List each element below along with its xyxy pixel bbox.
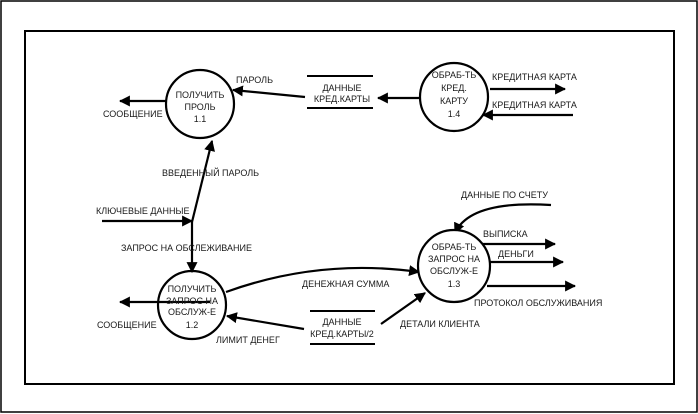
flow-vvedenny-parol-line	[190, 139, 215, 223]
flow-dannye-po-schetu-line	[453, 203, 552, 235]
flow-limit-deneg-label: ЛИМИТ ДЕНЕГ	[216, 335, 280, 345]
process-line: ЗАПРОС НА	[428, 254, 480, 264]
process-line: КРЕД.	[441, 83, 467, 93]
process-1-4: ОБРАБ-ТЬ КРЕД. КАРТУ 1.4	[418, 61, 490, 133]
flow-kk-out-label: КРЕДИТНАЯ КАРТА	[492, 72, 577, 82]
flow-denezhnaya-summa-line	[225, 265, 421, 294]
inner-frame	[24, 30, 675, 385]
process-line: КАРТУ	[440, 96, 468, 106]
process-line: ПОЛУЧИТЬ	[168, 284, 217, 294]
data-store-kred-karty: ДАННЫЕ КРЕД.КАРТЫ	[307, 75, 373, 109]
flow-parol-label: ПАРОЛЬ	[236, 75, 273, 85]
store-line-1: ДАННЫЕ	[322, 317, 361, 327]
flow-detali-klienta-label: ДЕТАЛИ КЛИЕНТА	[400, 319, 480, 329]
process-line: ЗАПРОС НА	[166, 296, 218, 306]
flow-kk-in-label: КРЕДИТНАЯ КАРТА	[492, 100, 577, 110]
process-line: 1.1	[194, 114, 207, 124]
process-1-3: ОБРАБ-ТЬ ЗАПРОС НА ОБСЛУЖ-Е 1.3	[416, 228, 492, 304]
process-1-2: ПОЛУЧИТЬ ЗАПРОС НА ОБСЛУЖ-Е 1.2	[156, 269, 228, 341]
data-store-kred-karty-2: ДАННЫЕ КРЕД.КАРТЫ/2	[310, 310, 375, 345]
flow-limit-deneg-line	[225, 312, 305, 331]
flow-klyuchevye-label: КЛЮЧЕВЫЕ ДАННЫЕ	[96, 206, 190, 216]
process-line: 1.2	[186, 320, 199, 330]
flow-denezhnaya-summa-label: ДЕНЕЖНАЯ СУММА	[302, 279, 389, 289]
process-line: ОБСЛУЖ-Е	[430, 266, 478, 276]
process-line: 1.3	[448, 279, 461, 289]
flow-dengi-label: ДЕНЬГИ	[498, 249, 534, 259]
process-line: ОБСЛУЖ-Е	[168, 307, 216, 317]
flow-protokol-label: ПРОТОКОЛ ОБСЛУЖИВАНИЯ	[474, 298, 602, 308]
flow-zapros-label: ЗАПРОС НА ОБСЛЕЖИВАНИЕ	[121, 243, 252, 253]
process-line: ОБРАБ-ТЬ	[432, 70, 477, 80]
process-line: 1.4	[448, 109, 461, 119]
flow-vvedenny-parol-label: ВВЕДЕННЫЙ ПАРОЛЬ	[162, 167, 259, 178]
flow-dannye-po-schetu-label: ДАННЫЕ ПО СЧЕТУ	[461, 190, 548, 200]
flow-soobshenie-1-label: СООБЩЕНИЕ	[103, 109, 163, 119]
flow-vypiska-label: ВЫПИСКА	[483, 229, 528, 239]
process-line: ОБРАБ-ТЬ	[432, 242, 477, 252]
flow-detali-klienta-line	[380, 292, 426, 325]
process-line: ПРОЛЬ	[185, 102, 216, 112]
process-1-1: ПОЛУЧИТЬ ПРОЛЬ 1.1	[164, 68, 236, 140]
flow-parol-line	[231, 85, 306, 99]
store-line-2: КРЕД.КАРТЫ/2	[310, 329, 374, 339]
flow-soobshenie-2-label: СООБЩЕНИЕ	[97, 320, 157, 330]
process-line: ПОЛУЧИТЬ	[176, 90, 225, 100]
store-line-1: ДАННЫЕ	[322, 83, 361, 93]
store-line-2: КРЕД.КАРТЫ	[314, 94, 370, 104]
